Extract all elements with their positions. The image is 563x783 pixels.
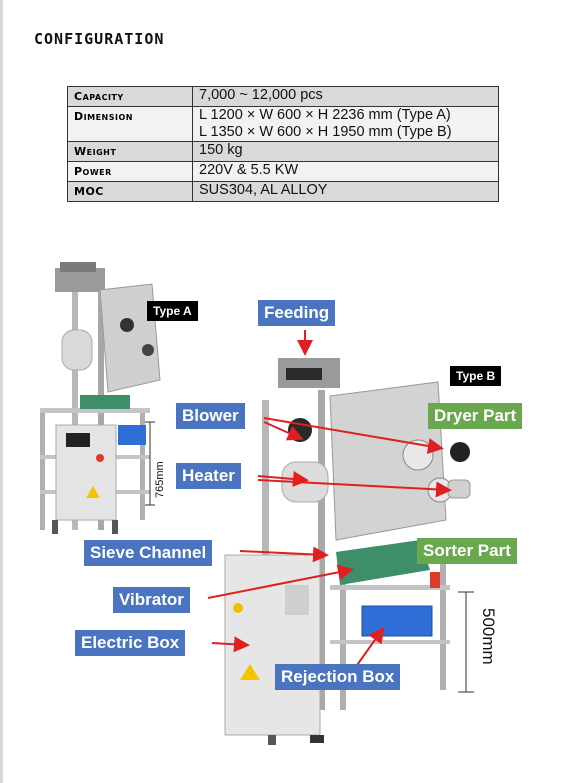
spec-value: SUS304, AL ALLOY xyxy=(192,181,499,202)
spec-key: MOC xyxy=(67,181,193,202)
spec-value: L 1200 × W 600 × H 2236 mm (Type A) L 13… xyxy=(192,106,499,142)
type-a-dimension xyxy=(145,421,155,506)
spec-value: 7,000 ~ 12,000 pcs xyxy=(192,86,499,107)
table-row: Weight 150 kg xyxy=(67,141,499,162)
spec-table: Capacity 7,000 ~ 12,000 pcs Dimension L … xyxy=(67,86,499,202)
heater-arrow-2 xyxy=(257,479,452,498)
spec-key: Dimension xyxy=(67,106,193,142)
table-row: MOC SUS304, AL ALLOY xyxy=(67,181,499,202)
label-blower: Blower xyxy=(176,403,245,429)
type-b-tag: Type B xyxy=(450,366,502,386)
sieve-channel-arrow xyxy=(239,546,329,563)
label-sieve-channel: Sieve Channel xyxy=(84,540,213,566)
spec-value-line: L 1200 × W 600 × H 2236 mm (Type A) xyxy=(199,107,451,123)
label-feeding: Feeding xyxy=(258,300,336,326)
table-row: Power 220V & 5.5 KW xyxy=(67,161,499,182)
vibrator-arrow xyxy=(207,564,354,599)
table-row: Dimension L 1200 × W 600 × H 2236 mm (Ty… xyxy=(67,106,499,142)
type-a-machine xyxy=(40,262,161,534)
rejection-box-arrow xyxy=(354,626,385,669)
spec-value: 150 kg xyxy=(192,141,499,162)
label-vibrator: Vibrator xyxy=(113,587,190,613)
blower-arrow-2 xyxy=(263,417,444,454)
label-sorter-part: Sorter Part xyxy=(417,538,517,564)
type-b-dimension xyxy=(458,591,474,693)
table-row: Capacity 7,000 ~ 12,000 pcs xyxy=(67,86,499,107)
heater-arrow xyxy=(257,471,309,487)
label-dryer-part: Dryer Part xyxy=(428,403,523,429)
label-heater: Heater xyxy=(176,463,241,489)
callout-arrows xyxy=(207,330,452,669)
label-electric-box: Electric Box xyxy=(75,630,186,656)
spec-key: Weight xyxy=(67,141,193,162)
type-b-height-label: 500mm xyxy=(479,608,498,665)
spec-value: 220V & 5.5 KW xyxy=(192,161,499,182)
type-a-tag: Type A xyxy=(147,301,198,321)
page-edge-bar xyxy=(0,0,3,783)
page-title: Configuration xyxy=(34,30,165,48)
electric-box-arrow xyxy=(211,636,250,653)
spec-value-line: L 1350 × W 600 × H 1950 mm (Type B) xyxy=(199,124,452,140)
blower-arrow xyxy=(263,421,304,441)
label-rejection-box: Rejection Box xyxy=(275,664,401,690)
type-a-height-label: 765mm xyxy=(154,461,166,498)
